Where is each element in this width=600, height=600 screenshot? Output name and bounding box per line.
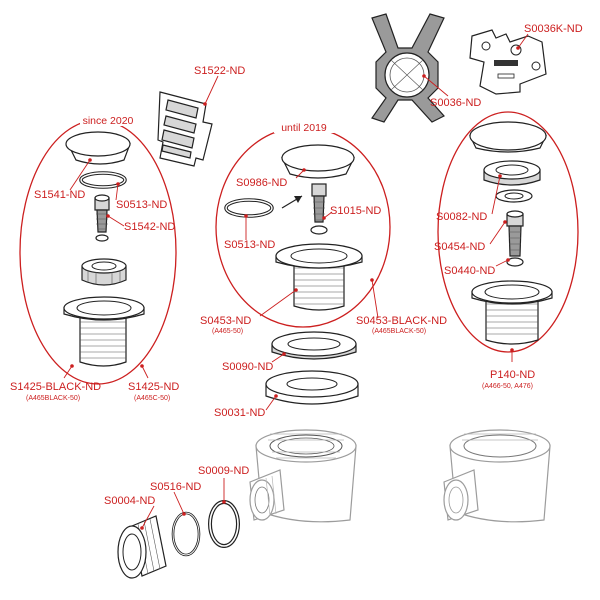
group-label-until-2019: until 2019 [281, 122, 327, 134]
wrench-part-s0036 [371, 13, 445, 123]
cap-part-p140 [469, 121, 547, 153]
label-s0516: S0516-ND [150, 481, 201, 493]
leader-lines [63, 33, 529, 530]
label-s0440: S0440-ND [444, 265, 495, 277]
oring-part-s0513-2020 [79, 171, 127, 189]
label-s0082: S0082-ND [436, 211, 487, 223]
label-s0453: S0453-ND [200, 315, 251, 327]
label-s0090: S0090-ND [222, 361, 273, 373]
label-s0513-2020: S0513-ND [116, 199, 167, 211]
sublabel-p140: (A466-50, A476) [482, 383, 533, 390]
label-p140: P140-ND [490, 369, 535, 381]
cap-part-s0986 [281, 144, 355, 179]
nut-part-s1542 [81, 258, 127, 286]
sublabel-s0453-black: (A465BLACK-50) [372, 328, 426, 335]
label-s1542: S1542-ND [124, 221, 175, 233]
sublabel-s0453: (A465-50) [212, 328, 243, 335]
gasket-part-s0090 [271, 331, 357, 360]
label-s0036k: S0036K-ND [524, 23, 583, 35]
gasket-part-s0031 [265, 370, 359, 405]
flange-part-s0453 [275, 243, 363, 311]
washer-part-s0454 [495, 189, 533, 203]
label-s0009: S0009-ND [198, 465, 249, 477]
sublabel-s1425: (A465C-50) [134, 395, 170, 402]
flange-part-s1425 [63, 296, 145, 367]
drain-body-alternate [443, 429, 551, 523]
drain-body [249, 429, 357, 523]
label-s1425: S1425-ND [128, 381, 179, 393]
nut-part-s0004 [117, 515, 167, 579]
arrow-indicator [281, 195, 303, 209]
bracket-part-s1522 [157, 91, 213, 167]
label-s0513-2019: S0513-ND [224, 239, 275, 251]
label-s1425-black: S1425-BLACK-ND [10, 381, 101, 393]
flange-part-p140 [471, 280, 553, 345]
label-s0004: S0004-ND [104, 495, 155, 507]
label-s0031: S0031-ND [214, 407, 265, 419]
spring-part-s1542 [94, 194, 110, 242]
label-s0036: S0036-ND [430, 97, 481, 109]
group-label-since-2020: since 2020 [83, 115, 134, 127]
oring-part-s0009 [208, 500, 240, 548]
label-s0986: S0986-ND [236, 177, 287, 189]
label-s1541: S1541-ND [34, 189, 85, 201]
label-s0454: S0454-ND [434, 241, 485, 253]
stem-part-s0440 [506, 210, 524, 267]
label-s1015: S1015-ND [330, 205, 381, 217]
label-s1522: S1522-ND [194, 65, 245, 77]
label-s0453-black: S0453-BLACK-ND [356, 315, 447, 327]
spring-part-s1015 [310, 183, 328, 235]
oring-part-s0513-2019 [224, 198, 274, 218]
oring-part-s0516 [171, 511, 201, 557]
cap-part-s1541 [65, 131, 131, 165]
sublabel-s1425-black: (A465BLACK-50) [26, 395, 80, 402]
key-part-s0036k [469, 29, 547, 95]
group-outline-p140 [437, 111, 579, 353]
seal-part-s0082 [483, 160, 541, 186]
